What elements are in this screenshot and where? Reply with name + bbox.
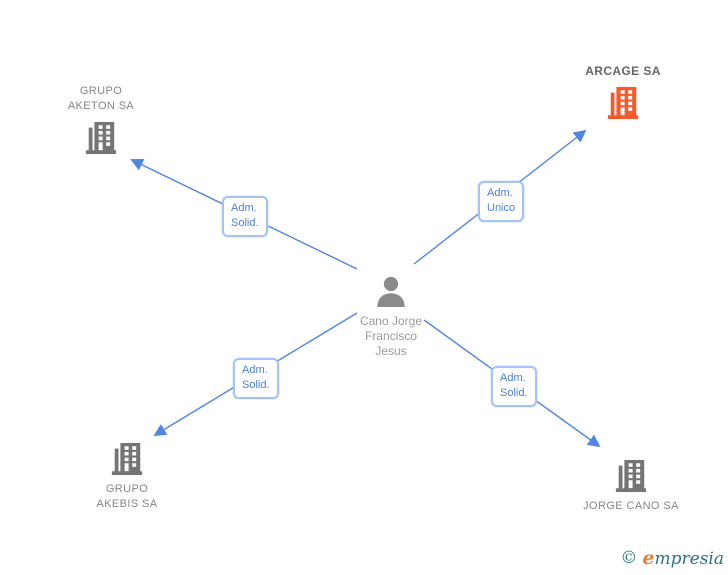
person-name: Cano Jorge Francisco Jesus — [359, 314, 423, 358]
company-label-highlighted: ARCAGE SA — [585, 64, 661, 78]
node-jorge-cano[interactable]: JORGE CANO SA — [571, 459, 691, 514]
brand-logo-text: empresia — [642, 547, 724, 569]
building-icon — [612, 459, 650, 493]
node-grupo-akebis[interactable]: GRUPO AKEBIS SA — [67, 442, 187, 512]
node-grupo-aketon[interactable]: GRUPO AKETON SA — [41, 84, 161, 155]
node-person-cano-jorge[interactable]: Cano Jorge Francisco Jesus — [331, 276, 451, 359]
company-label: JORGE CANO SA — [583, 500, 679, 512]
copyright-icon: © — [620, 548, 638, 568]
company-label: GRUPO AKEBIS SA — [96, 483, 158, 510]
building-icon-highlighted — [604, 86, 642, 120]
building-icon — [108, 442, 146, 476]
edge-label-adm-solid-bottom-left: Adm. Solid. — [233, 358, 279, 399]
building-icon — [82, 121, 120, 155]
node-arcage[interactable]: ARCAGE SA — [561, 64, 685, 120]
empresia-watermark: © empresia — [620, 547, 724, 569]
edge-label-adm-solid-bottom-right: Adm. Solid. — [491, 366, 537, 407]
edge-label-adm-unico: Adm. Unico — [478, 181, 525, 222]
company-label: GRUPO AKETON SA — [67, 85, 135, 112]
person-icon — [374, 276, 408, 308]
edge-label-adm-solid-top-left: Adm. Solid. — [222, 196, 268, 237]
